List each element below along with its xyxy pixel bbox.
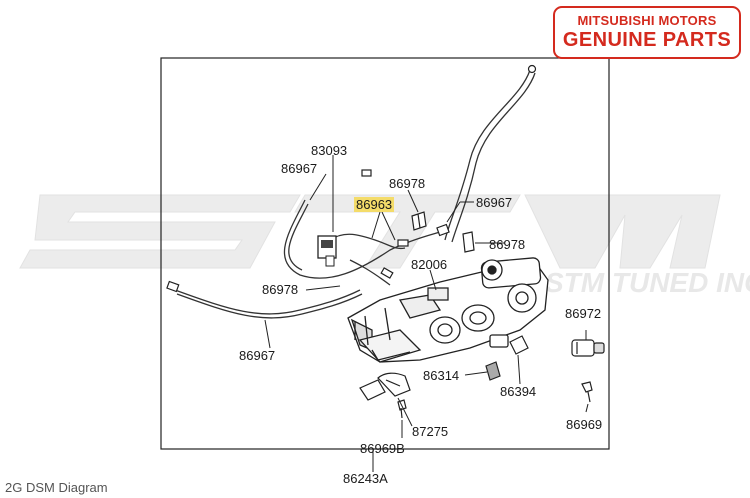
clip-86978-b bbox=[462, 231, 475, 253]
part-label-82006[interactable]: 82006 bbox=[411, 257, 448, 272]
leader-lines bbox=[264, 155, 589, 472]
stm-watermark: STM TUNED INC. bbox=[19, 194, 750, 298]
diagram-caption: 2G DSM Diagram bbox=[5, 480, 108, 495]
screw-86969b bbox=[397, 399, 407, 419]
part-label-86978-b[interactable]: 86978 bbox=[489, 237, 526, 252]
clip-86978-a bbox=[411, 211, 427, 231]
part-86314 bbox=[485, 361, 501, 381]
part-label-86967-b[interactable]: 86967 bbox=[476, 195, 513, 210]
part-label-86967-c[interactable]: 86967 bbox=[239, 348, 276, 363]
badge-line1: MITSUBISHI MOTORS bbox=[577, 13, 717, 28]
part-label-86978-a[interactable]: 86978 bbox=[389, 176, 426, 191]
badge-line2: GENUINE PARTS bbox=[562, 29, 732, 51]
part-label-86963-highlighted[interactable]: 86963 bbox=[354, 197, 395, 212]
diagram-frame bbox=[160, 57, 610, 450]
part-label-86243a[interactable]: 86243A bbox=[343, 471, 388, 486]
screw-86969 bbox=[581, 381, 593, 403]
part-label-86978-c[interactable]: 86978 bbox=[262, 282, 299, 297]
part-label-86969[interactable]: 86969 bbox=[566, 417, 603, 432]
part-label-86394[interactable]: 86394 bbox=[500, 384, 537, 399]
part-label-86972[interactable]: 86972 bbox=[565, 306, 602, 321]
part-label-86967-a[interactable]: 86967 bbox=[281, 161, 318, 176]
knob-86394 bbox=[509, 335, 529, 355]
part-label-86969b[interactable]: 86969B bbox=[360, 441, 405, 456]
cables bbox=[174, 69, 536, 319]
part-label-87275[interactable]: 87275 bbox=[412, 424, 449, 439]
bulb-86972 bbox=[571, 339, 605, 357]
heater-control-unit bbox=[347, 257, 549, 363]
connector-83093 bbox=[317, 235, 337, 267]
watermark-subtext: STM TUNED INC. bbox=[545, 267, 750, 298]
connector-87275 bbox=[359, 372, 411, 401]
cable-ends bbox=[166, 64, 537, 293]
part-label-86314[interactable]: 86314 bbox=[423, 368, 460, 383]
genuine-parts-badge: MITSUBISHI MOTORS GENUINE PARTS bbox=[553, 6, 741, 59]
part-label-83093[interactable]: 83093 bbox=[311, 143, 348, 158]
